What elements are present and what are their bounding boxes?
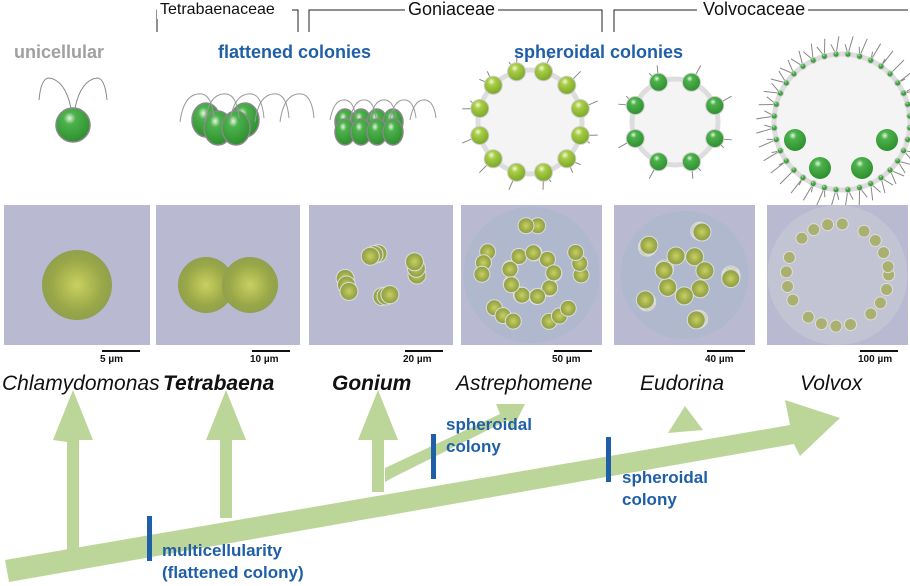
scale-bar-label: 10 µm — [250, 354, 279, 365]
scale-bar — [707, 350, 745, 352]
eudorina-bump — [668, 406, 703, 433]
annotation-multicellularity: multicellularity(flattened colony) — [162, 541, 304, 582]
family-brackets — [156, 9, 908, 32]
evolution-arrows — [5, 390, 840, 582]
photo-tetrabaena — [156, 205, 300, 352]
marker-multicellularity — [147, 516, 152, 561]
scale-bar-label: 40 µm — [705, 354, 734, 365]
species-name: Eudorina — [640, 372, 725, 395]
scale-bar — [554, 350, 592, 352]
category-flattened: flattened colonies — [218, 42, 372, 62]
cell-illustrations — [38, 36, 910, 208]
species-name: Gonium — [332, 372, 412, 395]
transition-markers — [147, 434, 611, 561]
lineage-arrow-0 — [53, 390, 93, 556]
scale-bar-label: 100 µm — [858, 354, 893, 365]
branch-arrow-astrephomene — [385, 404, 525, 482]
scale-bar-label: 5 µm — [100, 354, 123, 365]
lineage-arrow-2 — [358, 390, 398, 492]
scale-bar — [102, 350, 140, 352]
scale-bar — [252, 350, 290, 352]
scale-bar — [405, 350, 443, 352]
species-name: Astrephomene — [456, 372, 593, 395]
photo-eudorina — [614, 205, 755, 352]
marker-spheroidal-2 — [606, 437, 611, 482]
species-name: Volvox — [800, 372, 863, 395]
main-evolution-arrow — [5, 400, 840, 582]
species-name: Chlamydomonas — [2, 372, 160, 395]
photo-chlamydomonas — [4, 205, 150, 352]
family-tetrabaenaceae: Tetrabaenaceae — [157, 1, 278, 19]
family-volvocaceae: Volvocaceae — [700, 0, 809, 20]
species-name: Tetrabaena — [163, 372, 275, 395]
micrograph-panels — [4, 205, 908, 352]
scale-bar-label: 20 µm — [403, 354, 432, 365]
family-goniaceae: Goniaceae — [405, 0, 499, 20]
photo-astrephomene — [461, 205, 602, 352]
lineage-arrow-1 — [206, 390, 246, 518]
photo-gonium — [309, 205, 453, 352]
photo-volvox — [767, 205, 908, 352]
category-spheroidal: spheroidal colonies — [514, 42, 684, 62]
category-unicellular: unicellular — [14, 42, 105, 62]
marker-spheroidal-1 — [431, 434, 436, 479]
scale-bar-label: 50 µm — [552, 354, 581, 365]
scale-bar — [860, 350, 898, 352]
